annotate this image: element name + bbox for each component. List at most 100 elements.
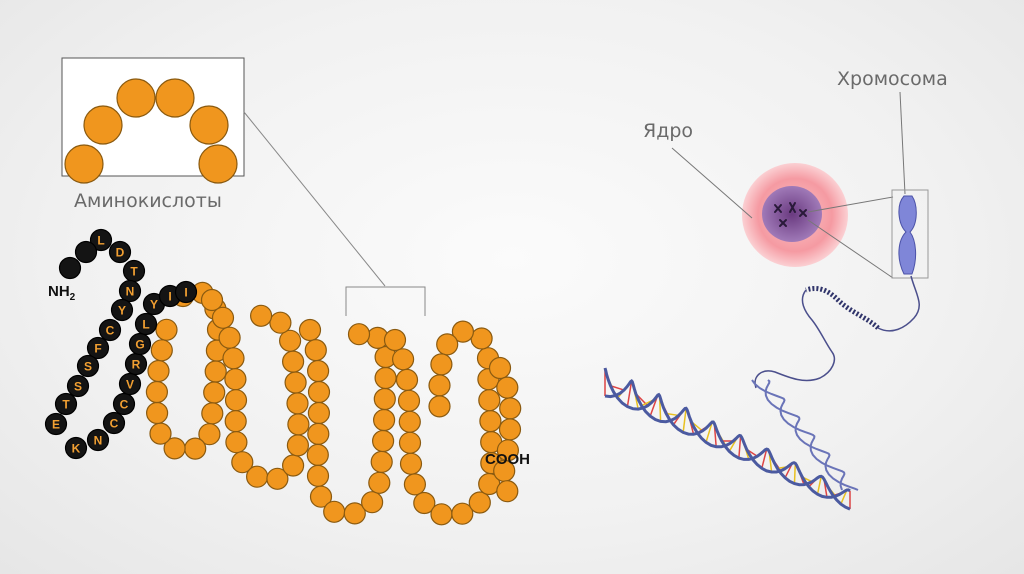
amino-acid-letter: N xyxy=(126,285,135,299)
dna-backbone-strand xyxy=(764,379,859,491)
base-pair xyxy=(840,489,848,505)
amino-acid-bead xyxy=(398,410,421,433)
base-pair xyxy=(705,421,713,443)
amino-acid-bead xyxy=(198,144,238,184)
amino-acid-bead xyxy=(307,401,330,425)
amino-acid-bead xyxy=(373,408,396,432)
segment-bracket xyxy=(345,286,426,316)
amino-acid-letter: S xyxy=(74,380,82,394)
labeled-amino-acid-bead xyxy=(58,256,82,280)
n-terminus-label: NH2 xyxy=(48,283,75,303)
labeled-amino-acid-bead xyxy=(74,240,98,264)
amino-acid-bead xyxy=(307,422,330,445)
chromosome xyxy=(898,195,917,275)
amino-acid-bead xyxy=(282,350,305,373)
inset-connector-line xyxy=(243,111,386,287)
amino-acid-bead xyxy=(428,374,451,397)
n-terminus-subscript: 2 xyxy=(69,292,76,303)
amino-acid-bead xyxy=(430,353,453,376)
amino-acid-bead xyxy=(224,389,248,412)
amino-acid-bead xyxy=(499,397,522,420)
amino-acid-bead xyxy=(478,389,501,412)
amino-acid-bead xyxy=(403,473,426,496)
amino-acid-bead xyxy=(498,418,522,441)
amino-acids-label: Аминокислоты xyxy=(74,190,222,212)
n-terminus-text: NH xyxy=(48,283,70,300)
labeled-amino-acid-bead xyxy=(128,332,152,356)
labeled-amino-acid-bead xyxy=(98,318,122,342)
amino-acid-bead xyxy=(428,395,451,418)
amino-acid-bead xyxy=(279,329,302,352)
amino-acid-letter: I xyxy=(184,286,187,300)
labeled-amino-acid-bead xyxy=(108,240,132,264)
amino-acid-bead xyxy=(149,422,172,445)
amino-acid-bead xyxy=(323,500,346,523)
amino-acid-bead xyxy=(198,423,221,446)
labeled-amino-acid-bead xyxy=(118,279,142,303)
amino-acid-bead xyxy=(150,339,173,362)
c-terminus-label: COOH xyxy=(485,451,530,468)
amino-acid-bead xyxy=(398,431,422,454)
labeled-amino-acid-bead xyxy=(134,312,158,336)
amino-acid-bead xyxy=(306,464,330,487)
amino-acid-bead xyxy=(224,368,247,391)
amino-acid-letter: F xyxy=(94,342,101,356)
amino-acid-bead xyxy=(304,339,327,362)
amino-acid-bead xyxy=(347,323,371,346)
amino-acid-bead xyxy=(163,437,186,460)
base-pair xyxy=(682,408,687,433)
amino-acid-bead xyxy=(250,304,273,327)
amino-acid-bead xyxy=(287,413,310,436)
amino-acid-bead xyxy=(201,402,224,425)
base-pair xyxy=(626,380,633,407)
amino-acid-bead xyxy=(307,359,330,383)
amino-acid-bead xyxy=(145,380,168,404)
amino-acid-bead xyxy=(116,78,156,118)
labeled-amino-acid-bead xyxy=(66,374,90,398)
inset-beads xyxy=(64,78,238,184)
amino-acid-bead xyxy=(413,491,436,515)
amino-acid-bead xyxy=(284,371,307,394)
amino-acid-bead xyxy=(373,387,396,411)
amino-acid-bead xyxy=(307,380,331,404)
amino-acid-bead xyxy=(231,451,254,474)
amino-acid-bead xyxy=(184,437,207,460)
labeled-amino-acid-bead xyxy=(110,298,134,322)
chromosome-leader-line xyxy=(899,91,906,195)
amino-acid-bead xyxy=(479,410,502,433)
labeled-amino-acid-bead xyxy=(112,392,136,416)
base-pair xyxy=(761,448,768,469)
nucleus-leader-line xyxy=(671,147,753,219)
amino-acid-letter: Y xyxy=(118,304,126,318)
labeled-amino-acid-bead xyxy=(89,228,113,252)
amino-acid-bead xyxy=(451,320,474,343)
amino-acid-bead xyxy=(204,360,227,383)
amino-acid-bead xyxy=(147,359,170,383)
labeled-amino-acid-bead xyxy=(54,392,78,416)
amino-acid-bead xyxy=(496,480,519,503)
base-pair xyxy=(738,435,742,459)
amino-acid-bead xyxy=(383,328,407,352)
dna-backbone-strand xyxy=(603,367,851,511)
amino-acid-letter: R xyxy=(132,358,141,372)
amino-acid-bead xyxy=(374,366,397,390)
labeled-amino-acid-bead xyxy=(174,280,198,304)
nucleus-label: Ядро xyxy=(643,120,694,142)
amino-acid-bead xyxy=(392,348,415,371)
amino-acid-bead xyxy=(399,452,423,475)
orange-amino-acid-chain xyxy=(145,281,522,526)
amino-acid-bead xyxy=(218,326,241,349)
chromosomes-in-nucleus xyxy=(774,202,807,227)
amino-acid-bead xyxy=(430,503,453,526)
cell-illustration xyxy=(742,163,848,267)
chromosome-box xyxy=(891,189,929,279)
amino-acid-bead xyxy=(368,471,391,494)
amino-acid-bead xyxy=(298,318,322,342)
amino-acid-bead xyxy=(83,105,123,145)
amino-acid-bead xyxy=(470,327,493,350)
amino-acid-letter: Y xyxy=(150,298,158,312)
amino-acid-bead xyxy=(200,288,224,312)
amino-acid-bead xyxy=(266,467,289,490)
